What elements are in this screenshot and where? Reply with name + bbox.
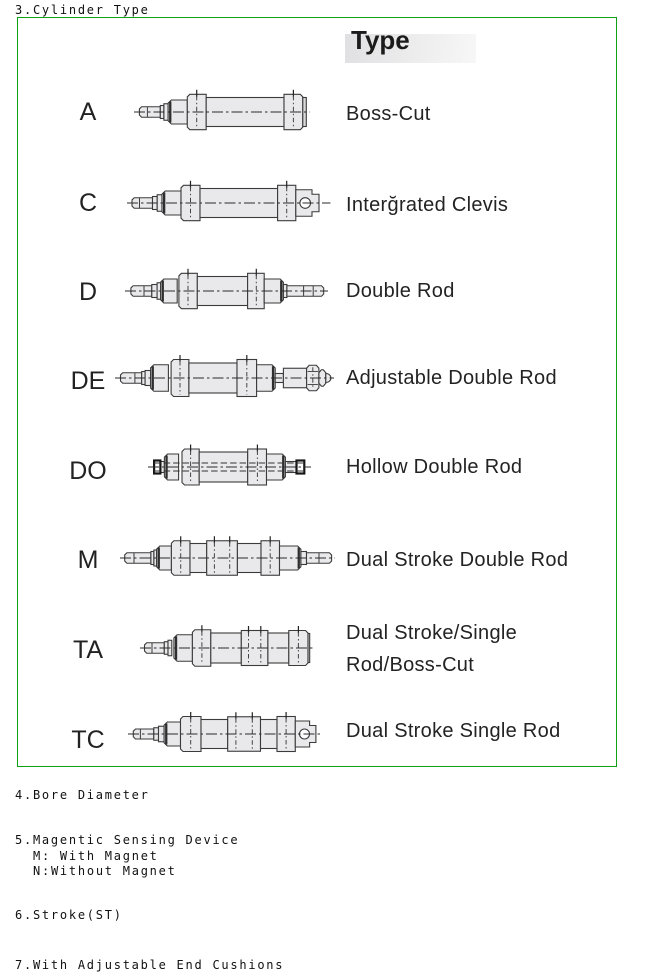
type-header-bar [345, 33, 476, 63]
section-title-6: 6.Stroke(ST) [15, 907, 123, 922]
row-code-C: C [78, 188, 98, 217]
row-type-label-M: Dual Stroke Double Rod [346, 548, 569, 571]
type-header-label: Type [351, 25, 410, 56]
row-code-A: A [79, 98, 97, 127]
row-type-label-C: Interğrated Clevis [346, 194, 509, 217]
section-title-5: 5.Magentic Sensing Device [15, 832, 240, 847]
cylinder-drawing-boss-cut [134, 89, 310, 130]
row-type-label-D: Double Rod [346, 279, 455, 302]
row-code-TA: TA [72, 636, 104, 665]
row-type-label-DO: Hollow Double Rod [346, 456, 523, 479]
cylinder-drawing-hollow-double-rod [148, 444, 311, 486]
cylinder-drawing-dual-stroke-double-rod [120, 536, 335, 577]
row-code-D: D [78, 277, 98, 306]
section-title-4: 4.Bore Diameter [15, 787, 150, 802]
cylinder-drawing-dual-stroke-single-rod-boss-cut [140, 624, 314, 667]
row-type-label-TA-line1: Dual Stroke/Single [346, 621, 518, 644]
row-code-M: M [77, 546, 99, 575]
row-type-label-TA-line2: Rod/Boss-Cut [346, 653, 475, 676]
page-title: 3.Cylinder Type [15, 3, 150, 17]
cylinder-drawing-adjustable-double-rod [115, 355, 334, 398]
section-title-7: 7.With Adjustable End Cushions [15, 957, 285, 972]
row-type-label-TC: Dual Stroke Single Rod [346, 719, 561, 742]
row-code-DO: DO [69, 457, 107, 486]
cylinder-drawing-double-rod [125, 269, 328, 310]
row-code-DE: DE [70, 366, 106, 395]
section-line-5-2: N:Without Magnet [33, 863, 177, 878]
cylinder-drawing-dual-stroke-single-rod [128, 712, 322, 753]
row-type-label-DE: Adjustable Double Rod [346, 366, 557, 389]
row-type-label-A: Boss-Cut [346, 102, 431, 125]
cylinder-drawing-integrated-clevis [127, 180, 331, 222]
section-line-5-1: M: With Magnet [33, 848, 159, 863]
row-code-TC: TC [71, 726, 105, 755]
